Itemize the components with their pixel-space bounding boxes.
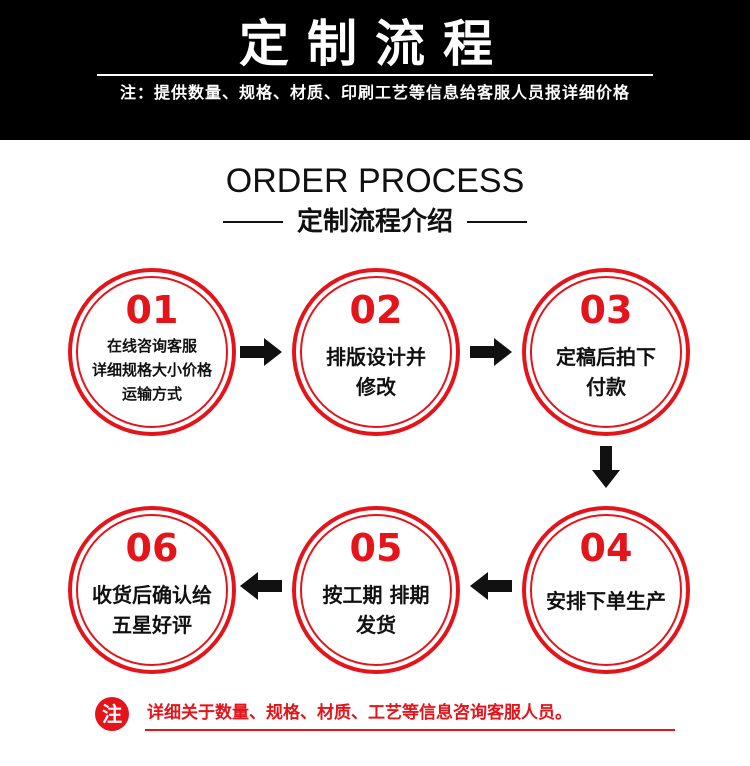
note-badge: 注	[95, 697, 129, 731]
arrow-right-icon	[240, 338, 282, 366]
header-subtitle: 注：提供数量、规格、材质、印刷工艺等信息给客服人员报详细价格	[119, 83, 630, 102]
step-text-line: 在线咨询客服	[106, 337, 197, 355]
circle-ring	[300, 514, 452, 666]
step-text-line: 安排下单生产	[546, 589, 666, 613]
note-underline	[145, 729, 675, 731]
step-text-line: 运输方式	[121, 385, 182, 403]
section-subheading: 定制流程介绍	[0, 204, 750, 240]
step-text-line: 发货	[356, 613, 396, 637]
step-text-line: 定稿后拍下	[556, 345, 656, 369]
step-circle-03: 03 定稿后拍下 付款	[526, 272, 686, 432]
arrow-left-icon	[240, 572, 282, 600]
step-text-line: 收货后确认给	[92, 583, 212, 607]
step-circle-05: 05 按工期 排期 发货	[296, 510, 456, 670]
step-number: 05	[349, 526, 403, 570]
step-number: 06	[125, 526, 179, 570]
chinese-section-title: 定制流程介绍	[296, 207, 453, 237]
step-text: 收货后确认给 五星好评	[76, 580, 228, 640]
note-text: 详细关于数量、规格、材质、工艺等信息咨询客服人员。	[147, 703, 572, 723]
footer-note: 注 详细关于数量、规格、材质、工艺等信息咨询客服人员。	[95, 697, 675, 731]
circle-ring	[76, 276, 228, 428]
step-circle-01: 01 在线咨询客服 详细规格大小价格 运输方式	[72, 272, 232, 432]
step-text-line: 付款	[586, 375, 626, 399]
step-number: 02	[349, 288, 403, 332]
step-text: 定稿后拍下 付款	[530, 342, 682, 402]
step-number: 03	[579, 288, 633, 332]
subheading-left-line	[222, 221, 283, 223]
circle-ring	[530, 514, 682, 666]
step-text-line: 五星好评	[112, 613, 192, 637]
page-title: 定制流程	[239, 15, 511, 73]
step-circle-02: 02 排版设计并 修改	[296, 272, 456, 432]
step-text: 按工期 排期 发货	[300, 580, 452, 640]
circle-ring	[300, 276, 452, 428]
step-number: 04	[579, 526, 633, 570]
arrow-down-icon	[592, 446, 620, 488]
arrow-left-icon	[470, 572, 512, 600]
subheading-right-line	[467, 221, 527, 223]
step-text-line: 修改	[356, 375, 396, 399]
circle-ring	[76, 514, 228, 666]
step-text-line: 按工期 排期	[322, 583, 430, 607]
english-section-title: ORDER PROCESS	[225, 162, 525, 200]
step-text-line: 详细规格大小价格	[91, 361, 212, 379]
step-circle-04: 04 安排下单生产	[526, 510, 686, 670]
step-text: 安排下单生产	[530, 586, 682, 616]
arrow-right-icon	[470, 338, 512, 366]
circle-ring	[530, 276, 682, 428]
step-number: 01	[125, 288, 179, 332]
step-text: 排版设计并 修改	[300, 342, 452, 402]
header-divider	[97, 74, 653, 76]
step-circle-06: 06 收货后确认给 五星好评	[72, 510, 232, 670]
step-text-line: 排版设计并	[326, 345, 426, 369]
header-banner: 定制流程 注：提供数量、规格、材质、印刷工艺等信息给客服人员报详细价格	[0, 0, 750, 140]
step-text: 在线咨询客服 详细规格大小价格 运输方式	[76, 334, 228, 406]
